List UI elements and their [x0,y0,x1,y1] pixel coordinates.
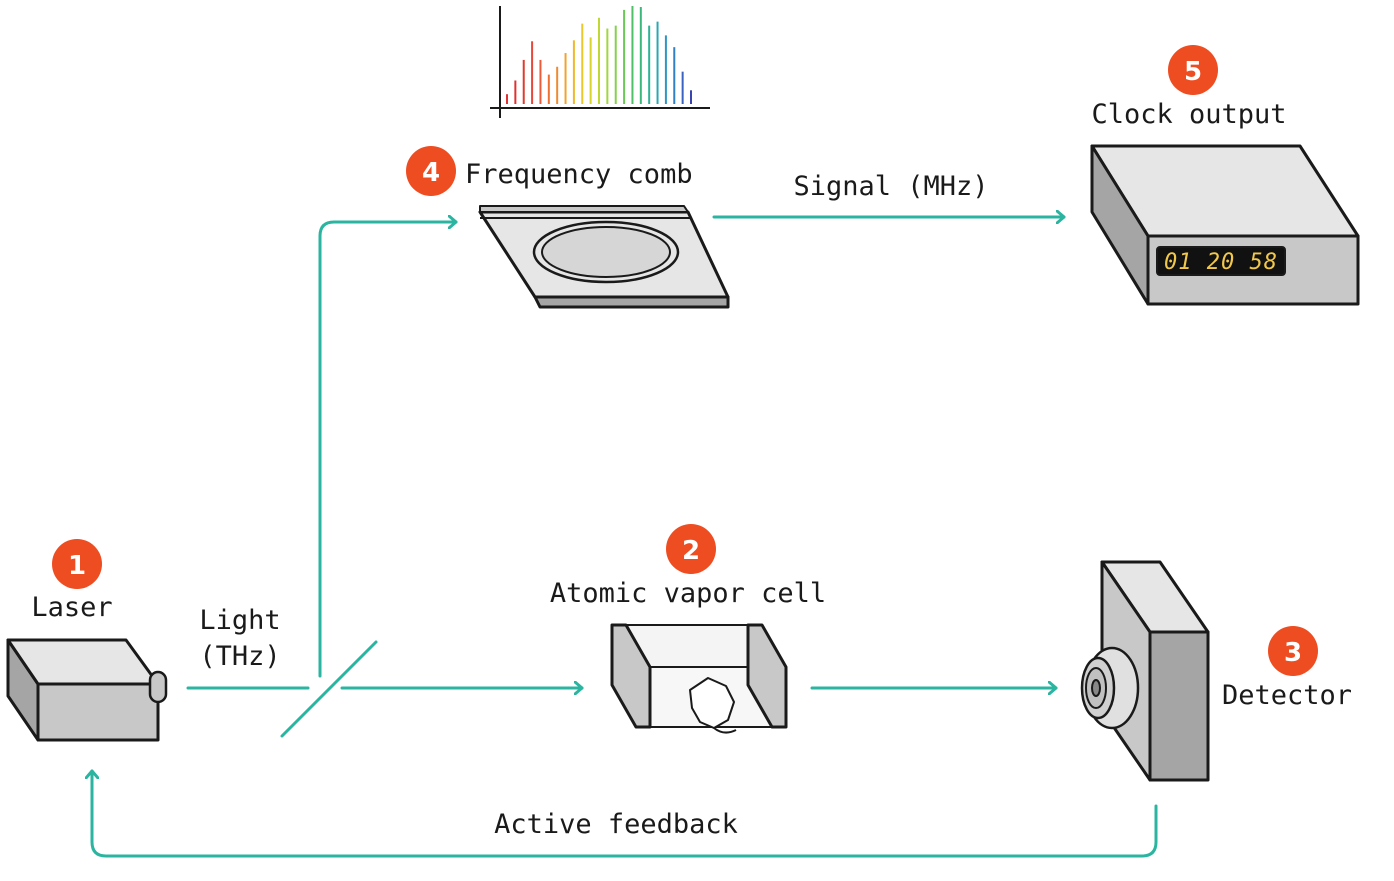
feedback-arrow [92,769,1158,858]
step-badge-4 [406,146,456,196]
comb-microring-outer [532,220,680,284]
step-badge-1 [52,539,102,589]
clock-output-device [1090,144,1360,306]
step-label-laser: Laser [31,592,112,623]
detector-lens-core [1091,679,1101,697]
laser-device [6,638,168,742]
step-atomic-vapor-cell: 2 Atomic vapor cell [550,524,826,609]
step-number-3: 3 [1284,638,1302,668]
flow-lines [92,217,1158,858]
frequency-spectrum-icon [490,6,710,118]
vapor-cell-droplet-icon [689,677,735,729]
vapor-cell-droplet-tail [713,727,737,734]
beam-splitter-mirror [280,640,378,738]
laser-box-front [36,682,160,742]
step-frequency-comb: 4 Frequency comb [406,146,693,196]
comb-waveguide-rail [479,205,689,213]
step-badge-2 [666,524,716,574]
step-badge-3 [1268,626,1318,676]
step-number-4: 4 [422,158,440,188]
step-label-atomic-vapor-cell: Atomic vapor cell [550,578,826,609]
step-label-frequency-comb: Frequency comb [465,159,693,190]
detector-box-side [1148,630,1210,782]
flow-label-feedback: Active feedback [494,809,738,840]
step-laser: 1 Laser [31,539,113,623]
step-label-detector: Detector [1222,680,1352,711]
spectrum-bars [506,6,692,104]
frequency-comb-device [478,205,730,309]
flow-label-signal: Signal (MHz) [793,171,988,202]
step-clock-output: 5 Clock output [1091,45,1287,130]
flow-label-thz: (THz) [199,641,280,672]
step-detector: 3 Detector [1222,626,1352,711]
atomic-vapor-cell-device [610,623,788,734]
step-label-clock-output: Clock output [1091,99,1286,130]
step-badge-5 [1168,45,1218,95]
step-number-5: 5 [1184,57,1202,87]
detector-device [1080,560,1210,782]
step-number-1: 1 [68,551,86,581]
comb-microring-inner [541,226,671,278]
laser-aperture [148,670,168,704]
flow-label-light: Light [199,605,280,636]
clock-display-digits: 01 20 58 [1164,250,1278,275]
step-number-2: 2 [682,536,700,566]
vapor-cell-window-left [610,623,652,729]
splitter-to-frequency-comb-arrow [318,222,458,678]
vapor-cell-window-right [746,623,788,729]
clock-display-screen [1156,246,1286,276]
